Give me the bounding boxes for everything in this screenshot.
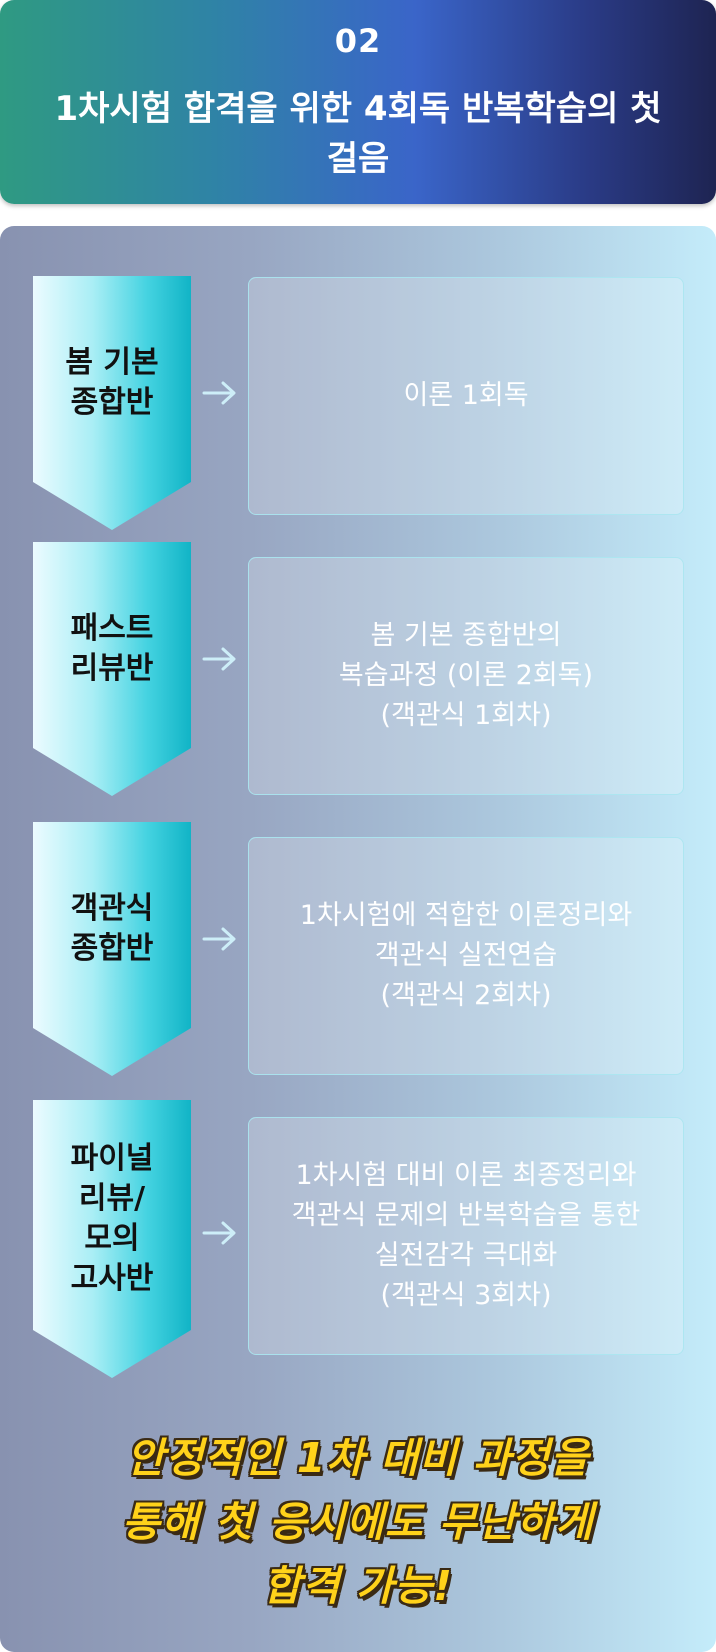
course-step-1-badge: 봄 기본 종합반	[33, 276, 191, 530]
arrow-right-icon	[202, 927, 236, 951]
course-step-4-badge: 파이널 리뷰/ 모의 고사반	[33, 1100, 191, 1378]
course-step-3-name: 객관식 종합반	[70, 891, 154, 966]
course-step-2-badge: 패스트 리뷰반	[33, 542, 191, 796]
course-step-2-description: 봄 기본 종합반의 복습과정 (이론 2회독) (객관식 1회차)	[248, 557, 684, 795]
course-step-3-description: 1차시험에 적합한 이론정리와 객관식 실전연습 (객관식 2회차)	[248, 837, 684, 1075]
course-roadmap-panel: 봄 기본 종합반 이론 1회독 패스트 리뷰반 봄 기본 종합반의 복습과정 (…	[0, 226, 716, 1652]
arrow-right-icon	[202, 381, 236, 405]
course-step-1-name: 봄 기본 종합반	[65, 345, 159, 420]
course-step-2-name: 패스트 리뷰반	[70, 611, 154, 686]
course-step-4-name: 파이널 리뷰/ 모의 고사반	[70, 1141, 154, 1296]
course-step-3-badge: 객관식 종합반	[33, 822, 191, 1076]
section-number: 02	[334, 22, 382, 60]
course-step-1-description: 이론 1회독	[248, 277, 684, 515]
promo-slogan: 안정적인 1차 대비 과정을 통해 첫 응시에도 무난하게 합격 가능!	[122, 1434, 594, 1610]
course-step-4-description: 1차시험 대비 이론 최종정리와 객관식 문제의 반복학습을 통한 실전감각 극…	[248, 1117, 684, 1355]
arrow-right-icon	[202, 647, 236, 671]
section-title: 1차시험 합격을 위한 4회독 반복학습의 첫 걸음	[54, 89, 662, 179]
arrow-right-icon	[202, 1221, 236, 1245]
section-header: 02 1차시험 합격을 위한 4회독 반복학습의 첫 걸음	[0, 0, 716, 204]
